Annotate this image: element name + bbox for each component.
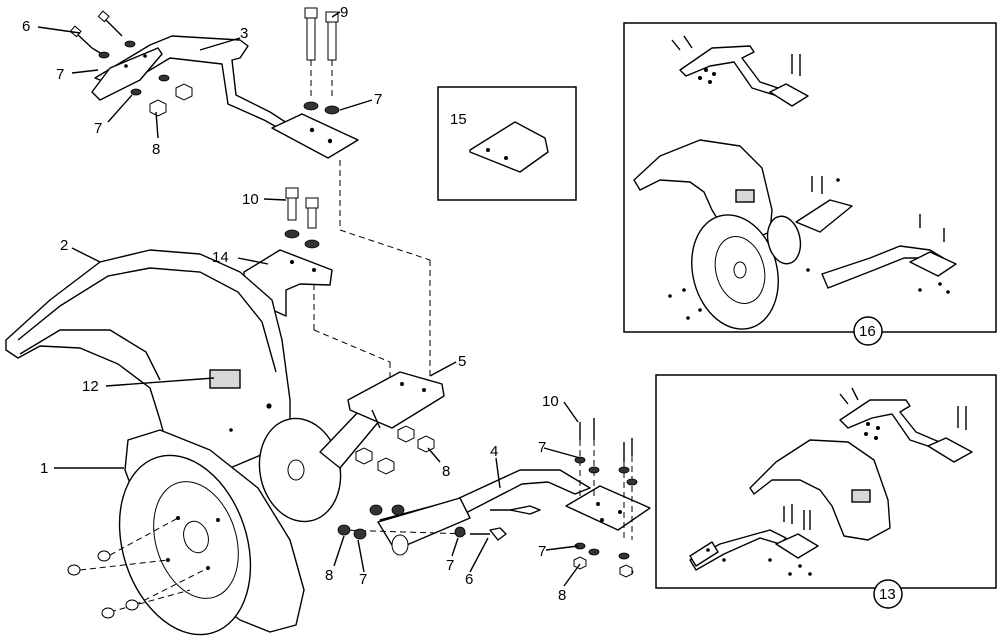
leader-lines bbox=[37, 11, 581, 587]
inset-box-assembly-13 bbox=[655, 374, 997, 609]
callout-7-top-lower: 7 bbox=[94, 120, 102, 137]
callout-12: 12 bbox=[82, 378, 99, 395]
callout-4: 4 bbox=[490, 443, 498, 460]
axle-bracket-part-5 bbox=[258, 371, 445, 523]
inset-box-part-15 bbox=[437, 86, 577, 201]
callout-7-top-left: 7 bbox=[56, 66, 64, 83]
callout-16: 16 bbox=[859, 323, 876, 340]
callout-7-top-right: 7 bbox=[374, 91, 382, 108]
handle-bar-part-3 bbox=[91, 35, 359, 159]
callout-9: 9 bbox=[340, 4, 348, 21]
callout-7-right-lower: 7 bbox=[538, 543, 546, 560]
callout-7-bottom-left: 7 bbox=[359, 571, 367, 588]
callout-7-right-upper: 7 bbox=[538, 439, 546, 456]
callout-13: 13 bbox=[879, 586, 896, 603]
bolt-part-6-top bbox=[69, 10, 136, 59]
callout-2: 2 bbox=[60, 237, 68, 254]
callout-8-right: 8 bbox=[558, 587, 566, 604]
inset-box-assembly-16 bbox=[623, 22, 997, 346]
callout-8-middle: 8 bbox=[442, 463, 450, 480]
callout-3: 3 bbox=[240, 25, 248, 42]
callout-6-bottom: 6 bbox=[465, 571, 473, 588]
callout-14: 14 bbox=[212, 249, 229, 266]
callout-7-bottom-right: 7 bbox=[446, 557, 454, 574]
handle-part-4 bbox=[337, 418, 651, 578]
callout-labels: 6 7 7 8 3 9 7 15 10 14 2 12 1 5 8 4 10 7… bbox=[22, 4, 896, 604]
callout-1: 1 bbox=[40, 460, 48, 477]
callout-6-top: 6 bbox=[22, 18, 30, 35]
fender-part-2 bbox=[5, 249, 291, 471]
callout-15: 15 bbox=[450, 111, 467, 128]
callout-10-right: 10 bbox=[542, 393, 559, 410]
callout-5: 5 bbox=[458, 353, 466, 370]
callout-8-top: 8 bbox=[152, 141, 160, 158]
bolts-part-9 bbox=[303, 7, 340, 115]
washers-nuts-top-left bbox=[130, 74, 193, 117]
wheel-part-1 bbox=[67, 429, 305, 636]
callout-8-bottom: 8 bbox=[325, 567, 333, 584]
callout-10-middle: 10 bbox=[242, 191, 259, 208]
